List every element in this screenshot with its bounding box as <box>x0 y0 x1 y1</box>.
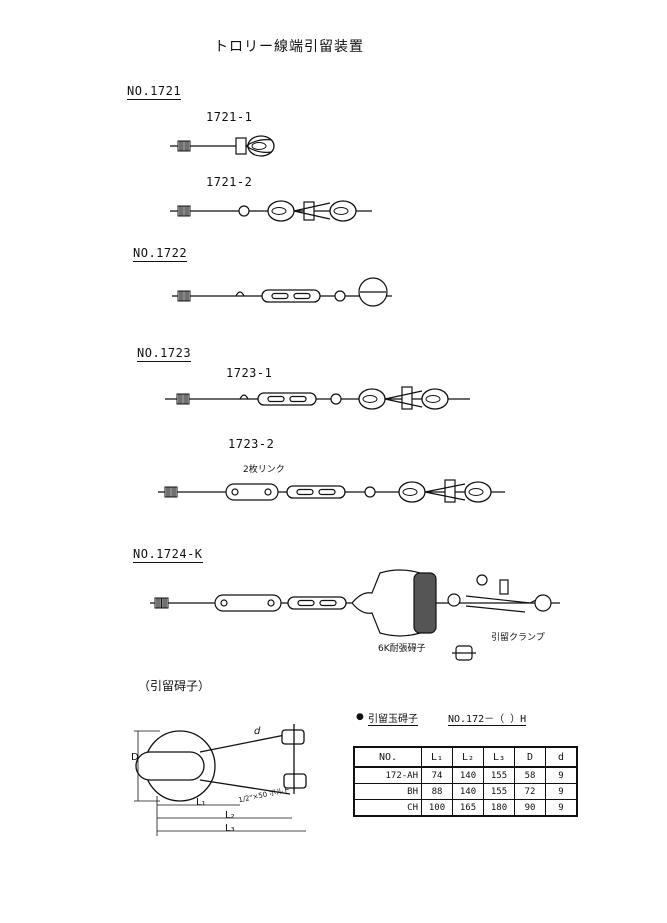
col-header: NO. <box>353 746 422 768</box>
col-header: D <box>514 746 546 768</box>
section-label-1724k: NO.1724-K <box>133 547 203 563</box>
table-row: CH 100 165 180 90 9 <box>353 799 578 817</box>
drawing-1722 <box>172 277 392 307</box>
table-cell: 9 <box>545 766 578 784</box>
table-row: 172-AH 74 140 155 58 9 <box>353 766 578 784</box>
section-label-1722: NO.1722 <box>133 246 188 262</box>
table-cell: 58 <box>514 766 546 784</box>
table-cell: CH <box>353 799 422 817</box>
table-cell: 100 <box>421 799 453 817</box>
item-label-1723-1: 1723-1 <box>226 366 273 380</box>
spec-table: NO. L₁ L₂ L₃ D d 172-AH 74 140 155 58 9 … <box>353 746 578 817</box>
drawing-1721-1 <box>170 135 275 157</box>
table-cell: 88 <box>421 783 453 800</box>
drawing-1721-2 <box>170 200 372 222</box>
link-label: 2枚リンク <box>243 465 285 475</box>
table-cell: 172-AH <box>353 766 422 784</box>
detail-heading: （引留碍子） <box>138 679 211 693</box>
item-label-1721-2: 1721-2 <box>206 175 253 189</box>
drawing-strain-insulator <box>134 724 307 836</box>
table-cell: BH <box>353 783 422 800</box>
dim-label-L1: L₁ <box>196 797 206 808</box>
table-cell: 90 <box>514 799 546 817</box>
drawing-1724-k <box>150 569 560 661</box>
spec-name: 引留玉碍子 <box>368 710 418 726</box>
spec-bullet: ● <box>356 712 364 722</box>
col-header: L₂ <box>452 746 484 768</box>
insulator-label: 6K耐張碍子 <box>378 644 426 654</box>
table-row: BH 88 140 155 72 9 <box>353 783 578 800</box>
dim-label-L2: L₂ <box>225 810 235 821</box>
col-header: L₁ <box>421 746 453 768</box>
table-cell: 140 <box>452 783 484 800</box>
drawing-1723-2 <box>158 479 505 503</box>
spec-table-header: NO. L₁ L₂ L₃ D d <box>353 746 578 768</box>
table-cell: 72 <box>514 783 546 800</box>
table-cell: 180 <box>483 799 515 817</box>
table-cell: 165 <box>452 799 484 817</box>
table-cell: 9 <box>545 799 578 817</box>
clamp-label: 引留クランプ <box>491 633 545 643</box>
item-label-1721-1: 1721-1 <box>206 110 253 124</box>
table-cell: 140 <box>452 766 484 784</box>
page-title: トロリー線端引留装置 <box>214 39 364 55</box>
table-cell: 74 <box>421 766 453 784</box>
dim-label-L3: L₃ <box>225 823 235 834</box>
col-header: d <box>545 746 578 768</box>
table-cell: 155 <box>483 783 515 800</box>
table-cell: 155 <box>483 766 515 784</box>
table-cell: 9 <box>545 783 578 800</box>
item-label-1723-2: 1723-2 <box>228 437 275 451</box>
dim-label-D: D <box>131 752 139 763</box>
section-label-1721: NO.1721 <box>127 84 182 100</box>
spec-code: NO.172－（ ）H <box>448 710 527 726</box>
section-label-1723: NO.1723 <box>137 346 192 362</box>
col-header: L₃ <box>483 746 515 768</box>
drawing-1723-1 <box>165 386 470 410</box>
dim-label-d: d <box>254 726 261 737</box>
